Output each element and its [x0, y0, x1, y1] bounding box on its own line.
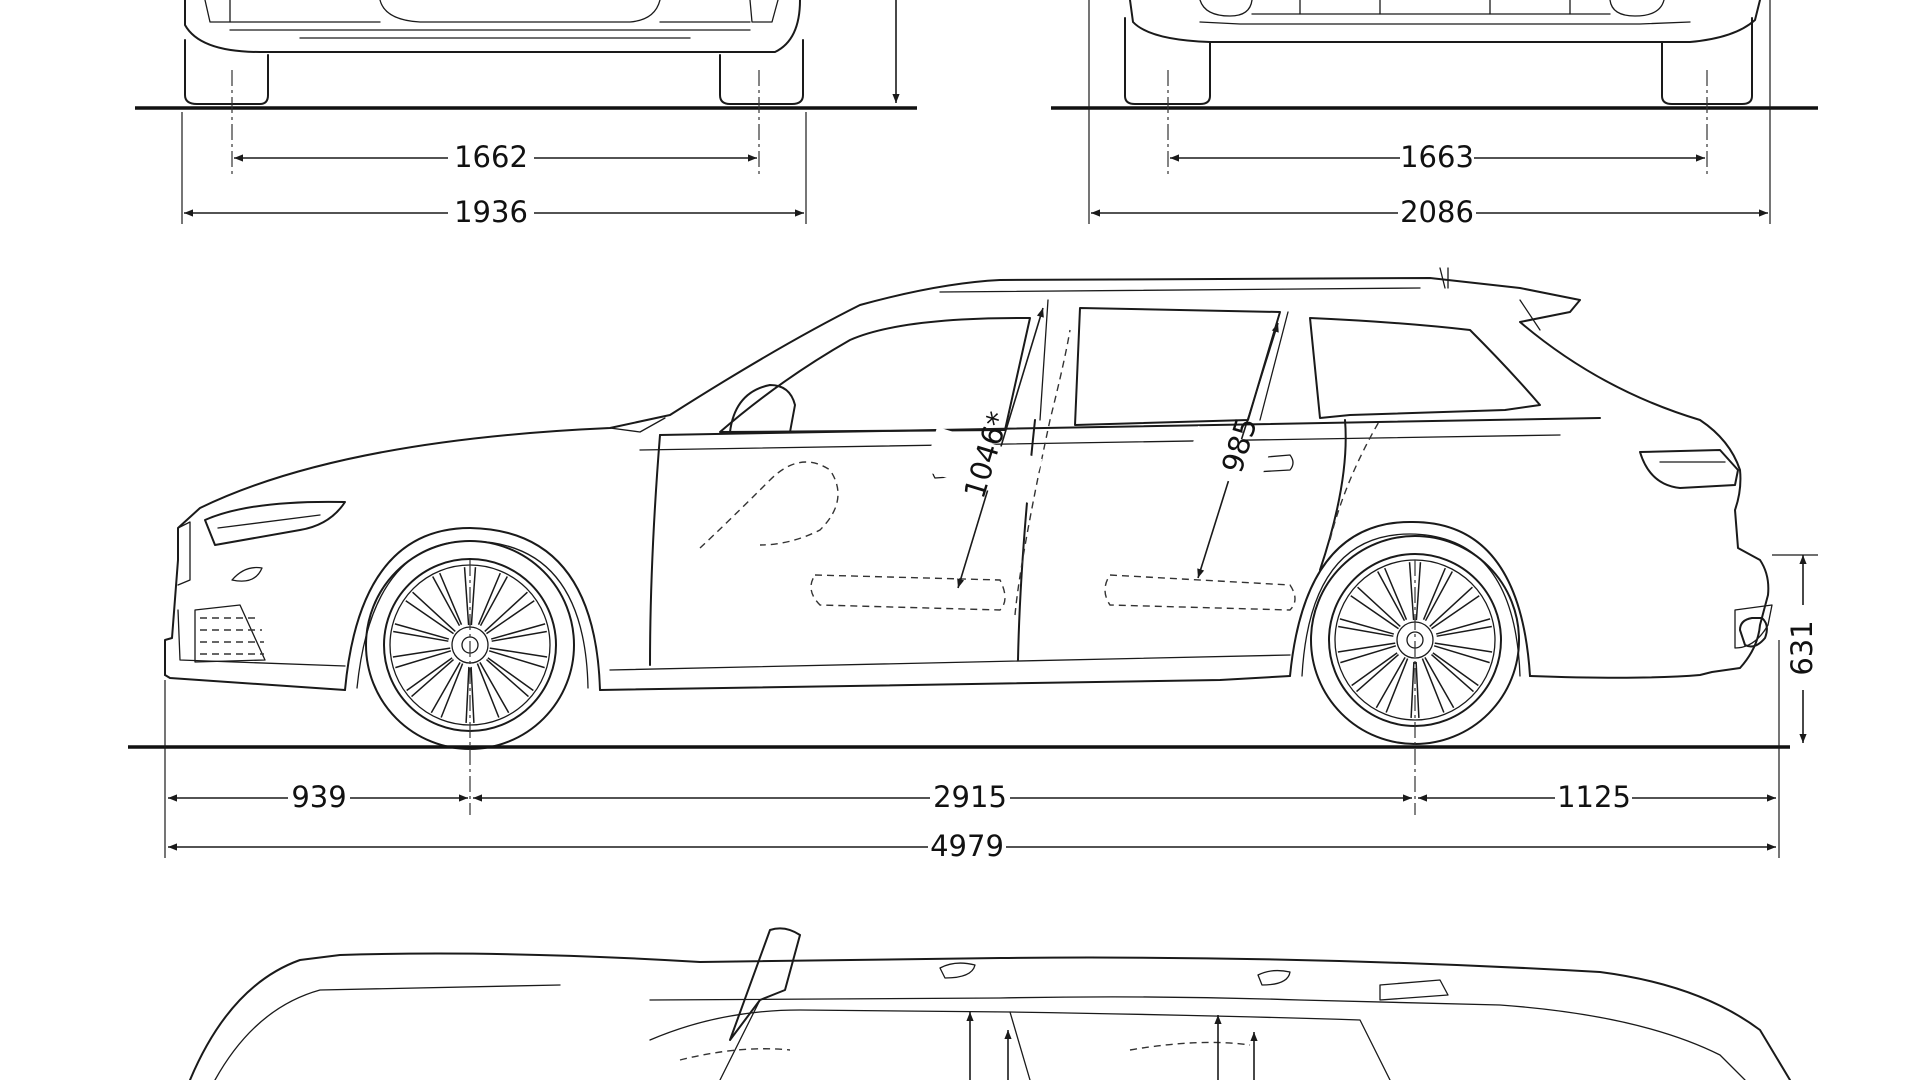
top-view	[189, 927, 1791, 1080]
front-overhang-label: 939	[291, 780, 346, 814]
front-view: 1662 1936	[135, 0, 917, 229]
rear-width-label: 2086	[1400, 195, 1474, 229]
side-view: 1046* 985 631 939 2915 1125 4979	[128, 267, 1819, 863]
front-track-label: 1662	[454, 140, 528, 174]
rear-height-label: 631	[1785, 620, 1819, 675]
rear-view: 1663 2086	[1051, 0, 1818, 229]
rear-track-label: 1663	[1400, 140, 1474, 174]
front-width-label: 1936	[454, 195, 528, 229]
wheelbase-label: 2915	[933, 780, 1007, 814]
overall-length-label: 4979	[930, 829, 1004, 863]
rear-overhang-label: 1125	[1557, 780, 1631, 814]
